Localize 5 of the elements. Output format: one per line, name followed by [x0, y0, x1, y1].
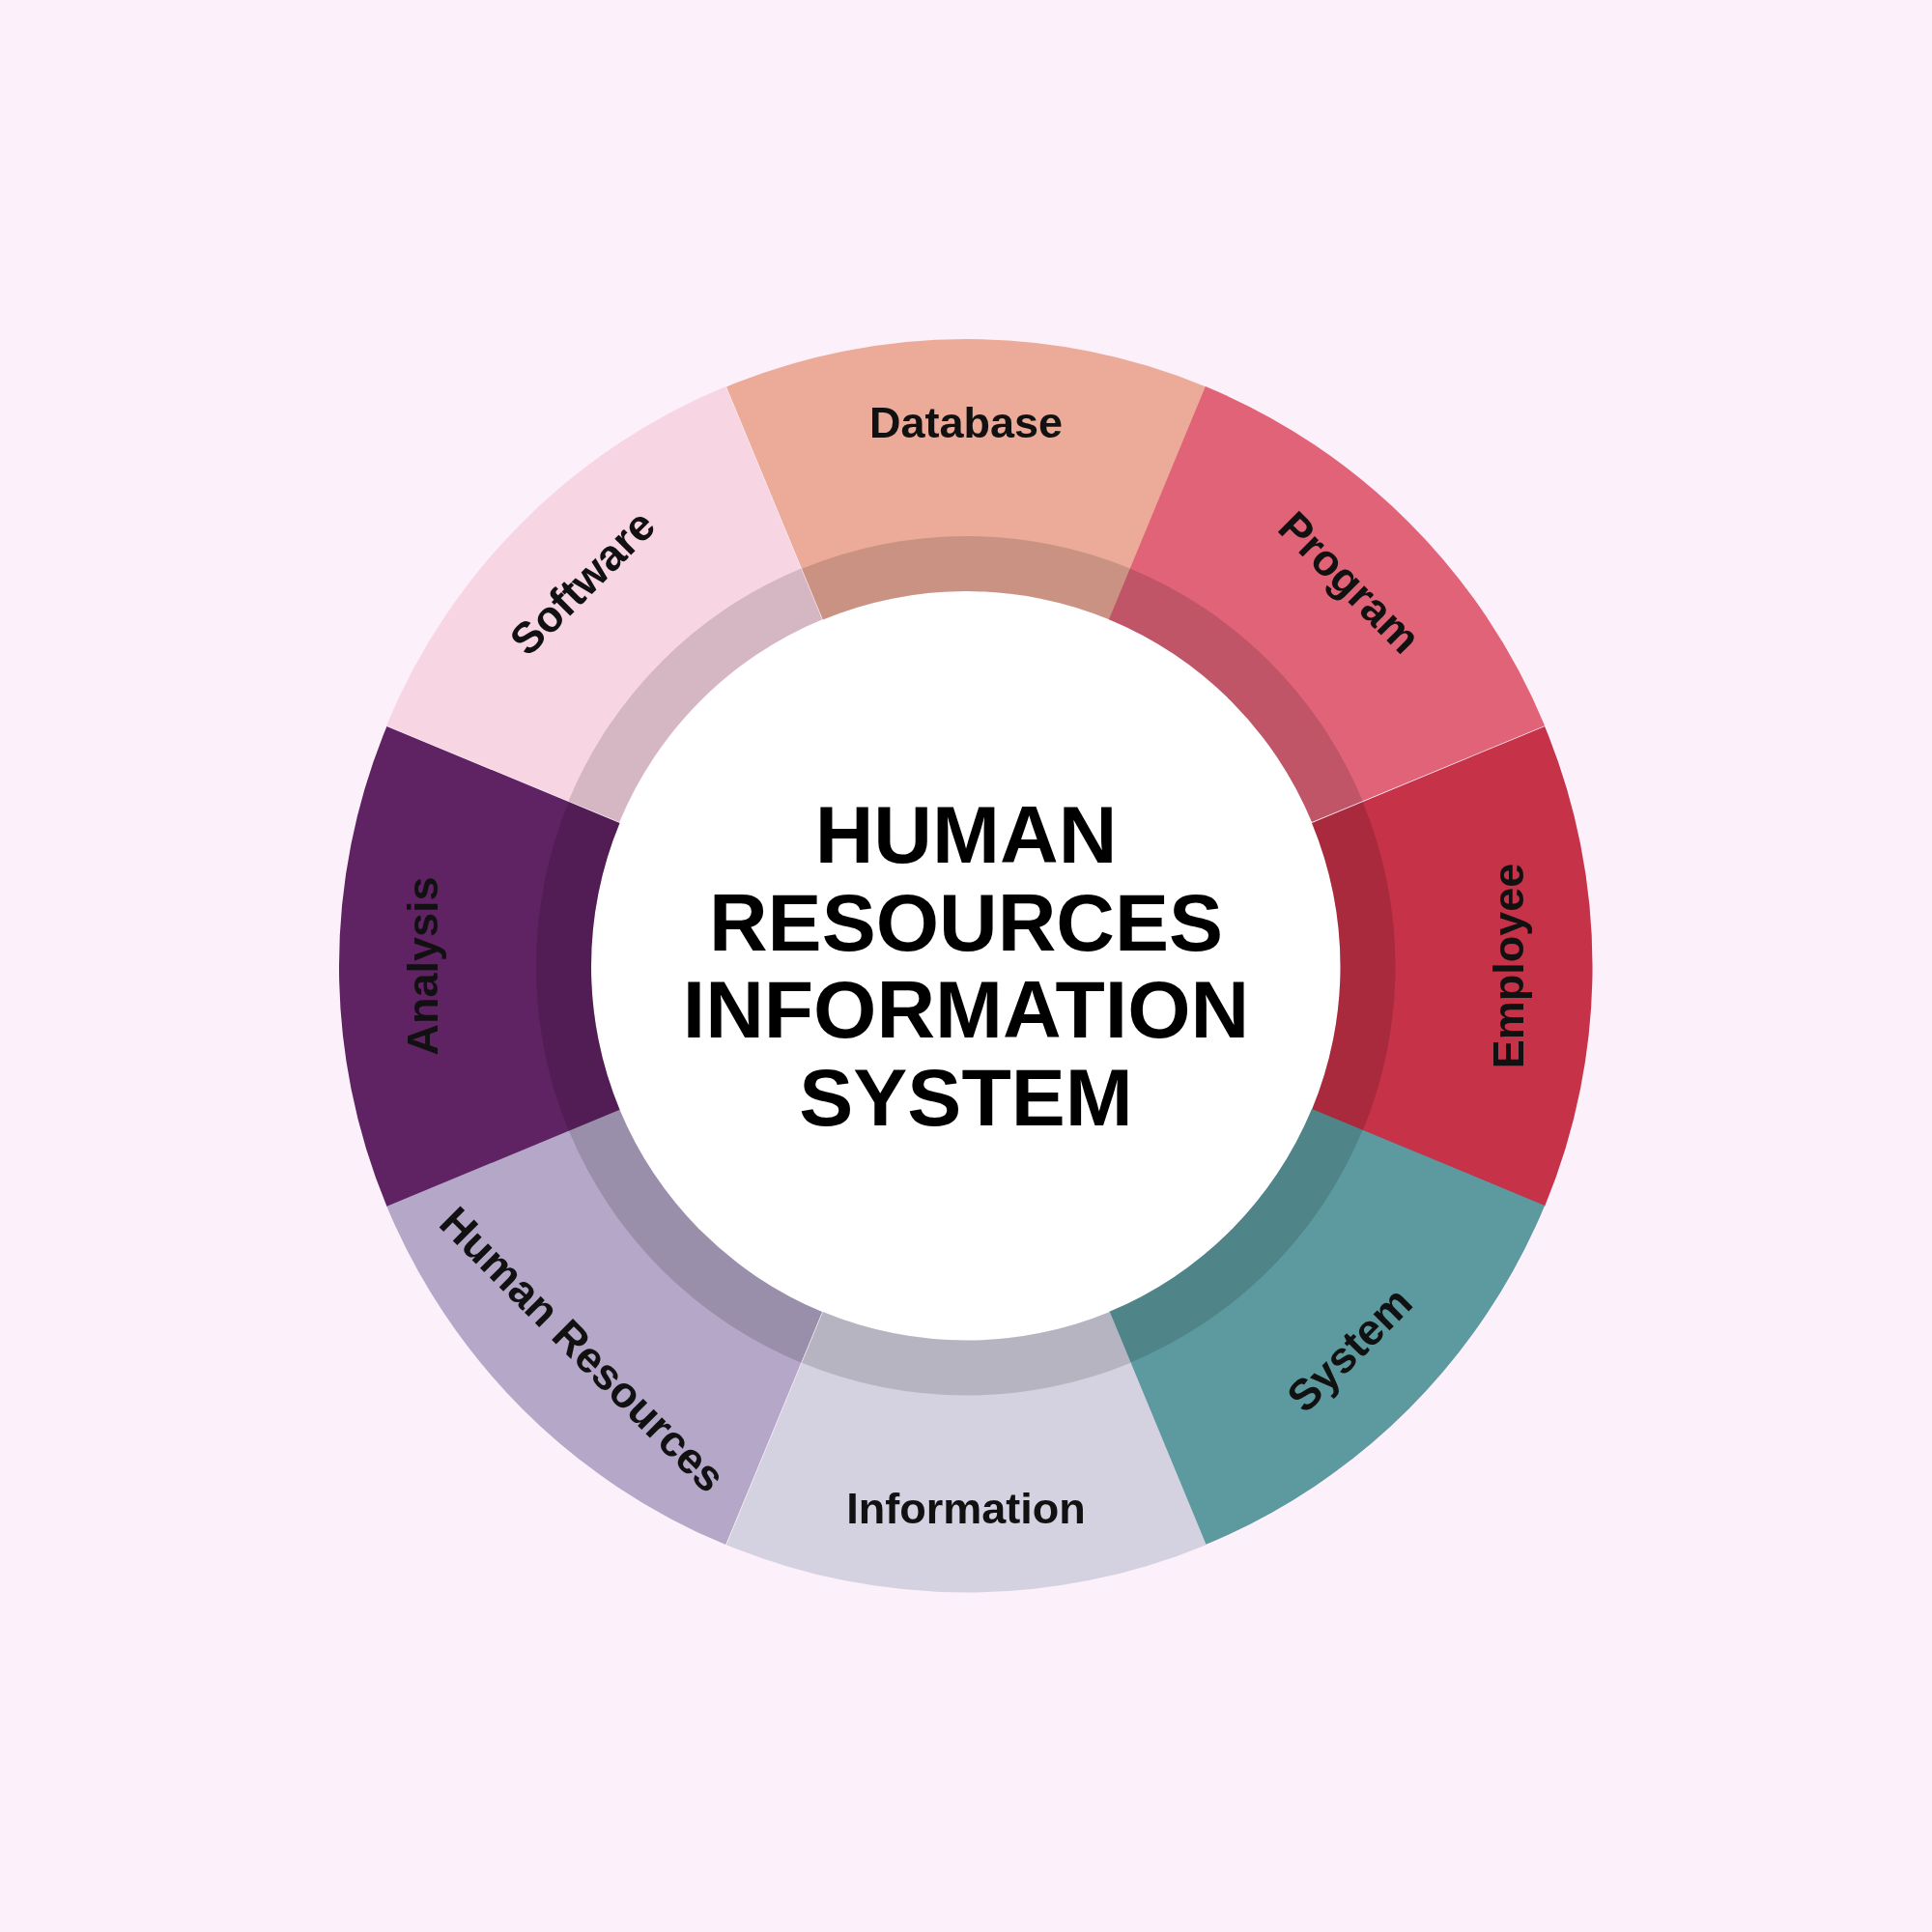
segment-label: Analysis: [400, 876, 446, 1056]
segment-label: Employee: [1486, 863, 1532, 1069]
center-title: HUMAN RESOURCES INFORMATION SYSTEM: [681, 790, 1251, 1142]
segment-label: Information: [846, 1486, 1086, 1532]
segment-label: Database: [868, 400, 1064, 446]
